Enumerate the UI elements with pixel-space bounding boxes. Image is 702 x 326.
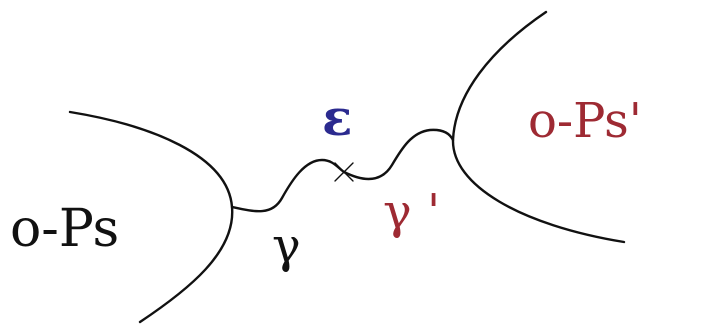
photon-gamma-prime-label: γ ' [383, 184, 440, 240]
photon-gamma-prime-line [342, 128, 455, 181]
left-particle-label: o-Ps [10, 199, 119, 259]
photon-gamma-line [230, 158, 346, 213]
photon-gamma-label: γ [272, 218, 301, 274]
vertex-epsilon-label: ε [322, 88, 352, 147]
right-particle-label: o-Ps' [528, 93, 642, 149]
vertex-cross-icon [334, 162, 354, 182]
